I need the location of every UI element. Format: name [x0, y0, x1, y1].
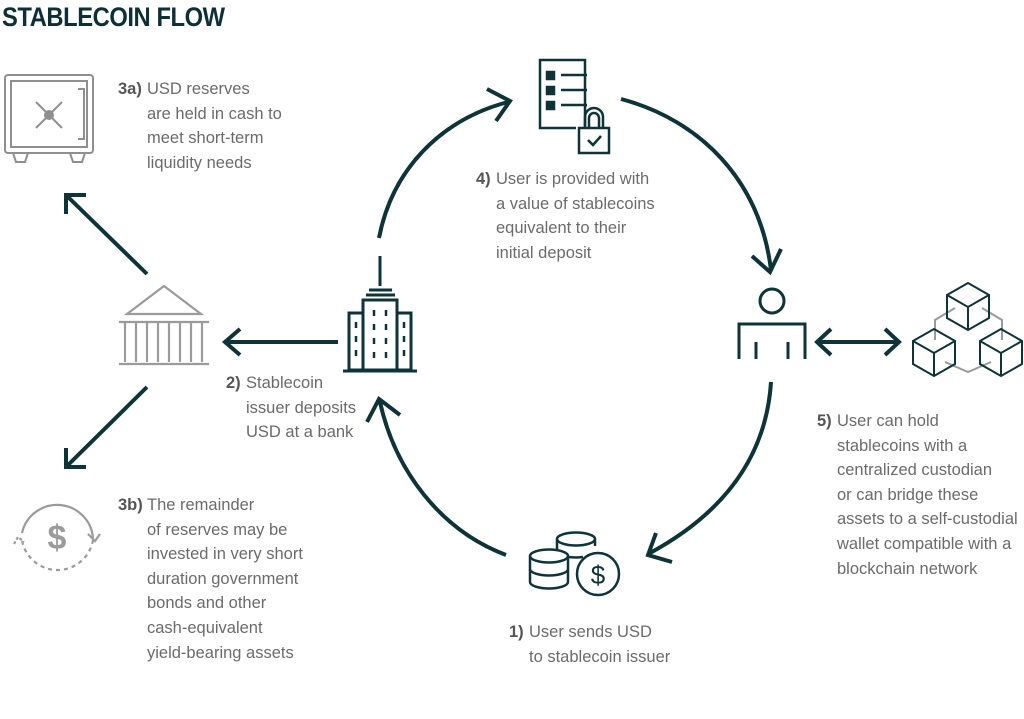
arrowhead	[64, 448, 86, 469]
arrowhead	[814, 327, 833, 357]
arrowhead	[645, 532, 673, 564]
arrow-stablecoins-to-user	[620, 97, 773, 271]
dollar-cycle-icon: $	[13, 503, 101, 572]
arrow-issuer-to-stablecoins	[377, 100, 509, 239]
step-text-line: of reserves may be	[147, 520, 288, 539]
step-text-line: User sends USD	[529, 623, 652, 641]
step-1-label: 1) User sends USD to stablecoin issuer	[509, 620, 670, 669]
step-number: 4)	[476, 170, 491, 188]
step-text-line: meet short-term	[147, 129, 264, 148]
safe-vault-icon	[4, 74, 94, 163]
step-text-line: The remainder	[147, 496, 255, 514]
arrow-user-to-coins	[649, 381, 773, 555]
step-number: 1)	[509, 623, 524, 641]
arrowhead	[64, 193, 86, 214]
step-text-line: centralized custodian	[837, 461, 993, 480]
step-3b-label: 3b) The remainder of reserves may be inv…	[118, 493, 303, 665]
step-number: 3b)	[118, 496, 143, 514]
svg-text:$: $	[591, 560, 606, 590]
office-building-icon	[343, 256, 417, 373]
step-text-line: are held in cash to	[147, 104, 282, 123]
arrowhead	[883, 327, 902, 357]
step-text-line: blockchain network	[837, 559, 978, 578]
step-4-label: 4) User is provided with a value of stab…	[476, 167, 655, 265]
step-2-label: 2) Stablecoin issuer deposits USD at a b…	[226, 371, 356, 445]
step-text-line: User can hold	[837, 412, 939, 430]
step-text-line: equivalent to their	[496, 219, 627, 238]
step-3a-label: 3a) USD reserves are held in cash to mee…	[118, 77, 282, 175]
arrowhead	[486, 87, 513, 123]
step-text-line: USD reserves	[147, 80, 250, 98]
svg-text:$: $	[48, 519, 67, 557]
step-text-line: to stablecoin issuer	[529, 647, 671, 666]
step-text-line: issuer deposits	[246, 398, 357, 417]
step-text-line: a value of stablecoins	[496, 194, 655, 213]
step-text-line: duration government	[147, 569, 299, 588]
arrowhead	[750, 248, 783, 276]
step-text-line: stablecoins with a	[837, 436, 968, 455]
locked-document-icon	[538, 58, 611, 155]
step-text-line: liquidity needs	[147, 153, 252, 172]
blockchain-cubes-icon	[912, 281, 1023, 378]
step-number: 3a)	[118, 80, 142, 98]
step-text-line: bonds and other	[147, 594, 267, 613]
step-text-line: USD at a bank	[246, 423, 354, 442]
step-text-line: assets to a self-custodial	[837, 510, 1018, 529]
step-5-label: 5) User can hold stablecoins with a cent…	[817, 409, 1018, 581]
step-text-line: Stablecoin	[246, 374, 324, 392]
arrow-coins-to-issuer	[378, 401, 507, 557]
diagram-title: STABLECOIN FLOW	[2, 2, 225, 32]
step-number: 5)	[817, 412, 832, 430]
bank-icon	[119, 284, 209, 366]
step-text-line: cash-equivalent	[147, 618, 263, 637]
arrowhead	[365, 395, 402, 423]
step-text-line: wallet compatible with a	[837, 534, 1012, 553]
arrow-bank-to-cash	[65, 194, 149, 276]
step-text-line: or can bridge these	[837, 485, 979, 504]
arrow-bank-to-investments	[65, 385, 149, 468]
step-text-line: invested in very short	[147, 545, 303, 564]
arrowhead	[221, 327, 242, 357]
user-icon	[737, 287, 807, 359]
coins-dollar-icon: $	[528, 531, 621, 597]
step-text-line: initial deposit	[496, 243, 592, 262]
step-text-line: yield-bearing assets	[147, 643, 294, 662]
step-number: 2)	[226, 374, 241, 392]
step-text-line: User is provided with	[496, 170, 650, 188]
